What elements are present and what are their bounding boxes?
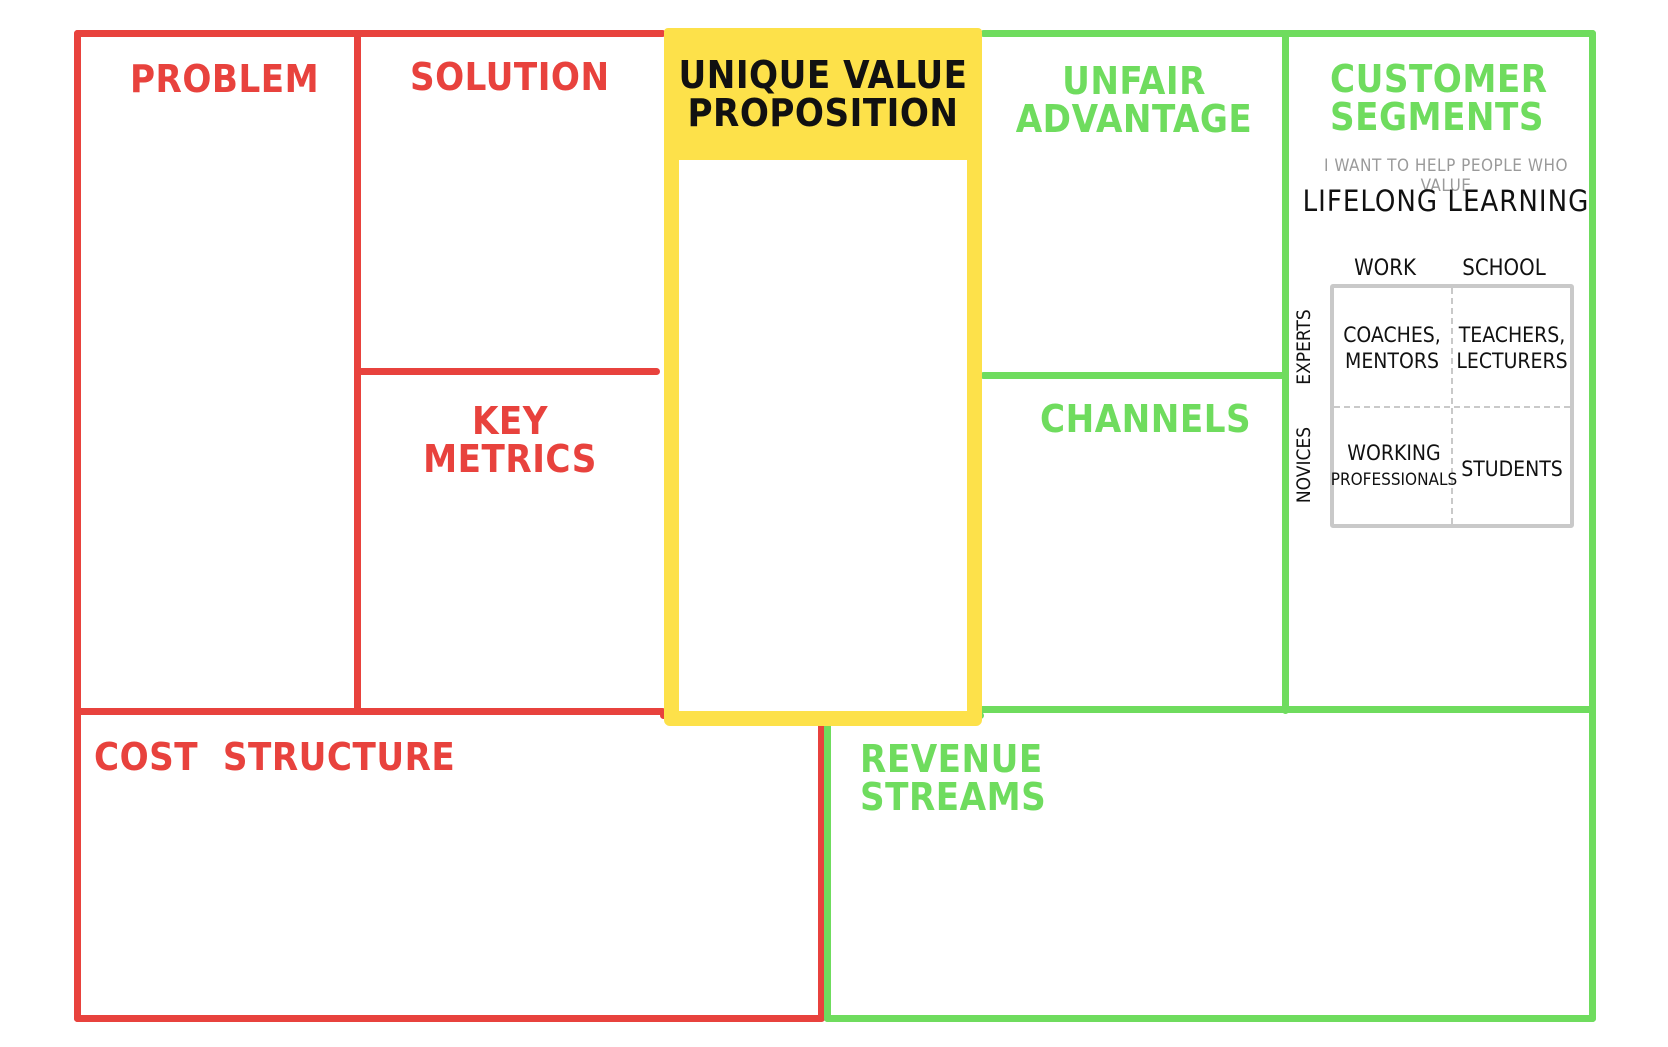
customer-segments-title: CUSTOMER SEGMENTS xyxy=(1330,57,1548,139)
column-header-work: WORK xyxy=(1354,256,1416,281)
revenue-streams-title: REVENUE STREAMS xyxy=(860,737,1047,819)
segments-intro-text: I WANT TO HELP PEOPLE WHO VALUE xyxy=(1324,156,1568,196)
row-header-experts: EXPERTS xyxy=(1293,309,1315,385)
solution-title: SOLUTION xyxy=(410,55,610,99)
key-metrics-title: KEY METRICS xyxy=(423,399,597,481)
canvas-border-top-left xyxy=(74,30,666,37)
segments-grid-horizontal-divider xyxy=(1334,406,1570,408)
segments-grid xyxy=(1330,284,1574,528)
cell-novices-school: STUDENTS xyxy=(1461,457,1563,481)
uvp-title: UNIQUE VALUE PROPOSITION xyxy=(678,53,968,135)
segments-value-text: LIFELONG LEARNING xyxy=(1302,184,1590,218)
solution-metrics-divider xyxy=(358,368,660,375)
column-header-school: SCHOOL xyxy=(1462,256,1546,281)
canvas-border-bottom-left xyxy=(74,1015,824,1022)
cell-novices-work-line2: PROFESSIONALS xyxy=(1330,470,1458,490)
advantage-segments-divider xyxy=(1282,30,1289,714)
cell-experts-work: COACHES, MENTORS xyxy=(1343,323,1441,374)
canvas-border-left xyxy=(74,30,81,1022)
cost-structure-title: COST STRUCTURE xyxy=(94,735,456,779)
advantage-channels-divider xyxy=(980,372,1286,379)
uvp-frame xyxy=(664,28,982,726)
canvas-border-bottom-right xyxy=(824,1015,1596,1022)
channels-title: CHANNELS xyxy=(1040,397,1252,441)
cost-revenue-divider xyxy=(818,718,825,1022)
problem-title: PROBLEM xyxy=(130,57,320,101)
cell-novices-work-line1: WORKING xyxy=(1347,441,1441,465)
upper-lower-divider-green xyxy=(975,706,1596,713)
upper-lower-divider-red xyxy=(74,708,666,715)
canvas-border-right xyxy=(1589,30,1596,1022)
problem-solution-divider xyxy=(354,30,361,714)
row-header-novices: NOVICES xyxy=(1293,426,1315,504)
cell-experts-school: TEACHERS, LECTURERS xyxy=(1456,323,1568,374)
revenue-left-border xyxy=(824,718,831,1022)
unfair-advantage-title: UNFAIR ADVANTAGE xyxy=(1015,59,1253,141)
